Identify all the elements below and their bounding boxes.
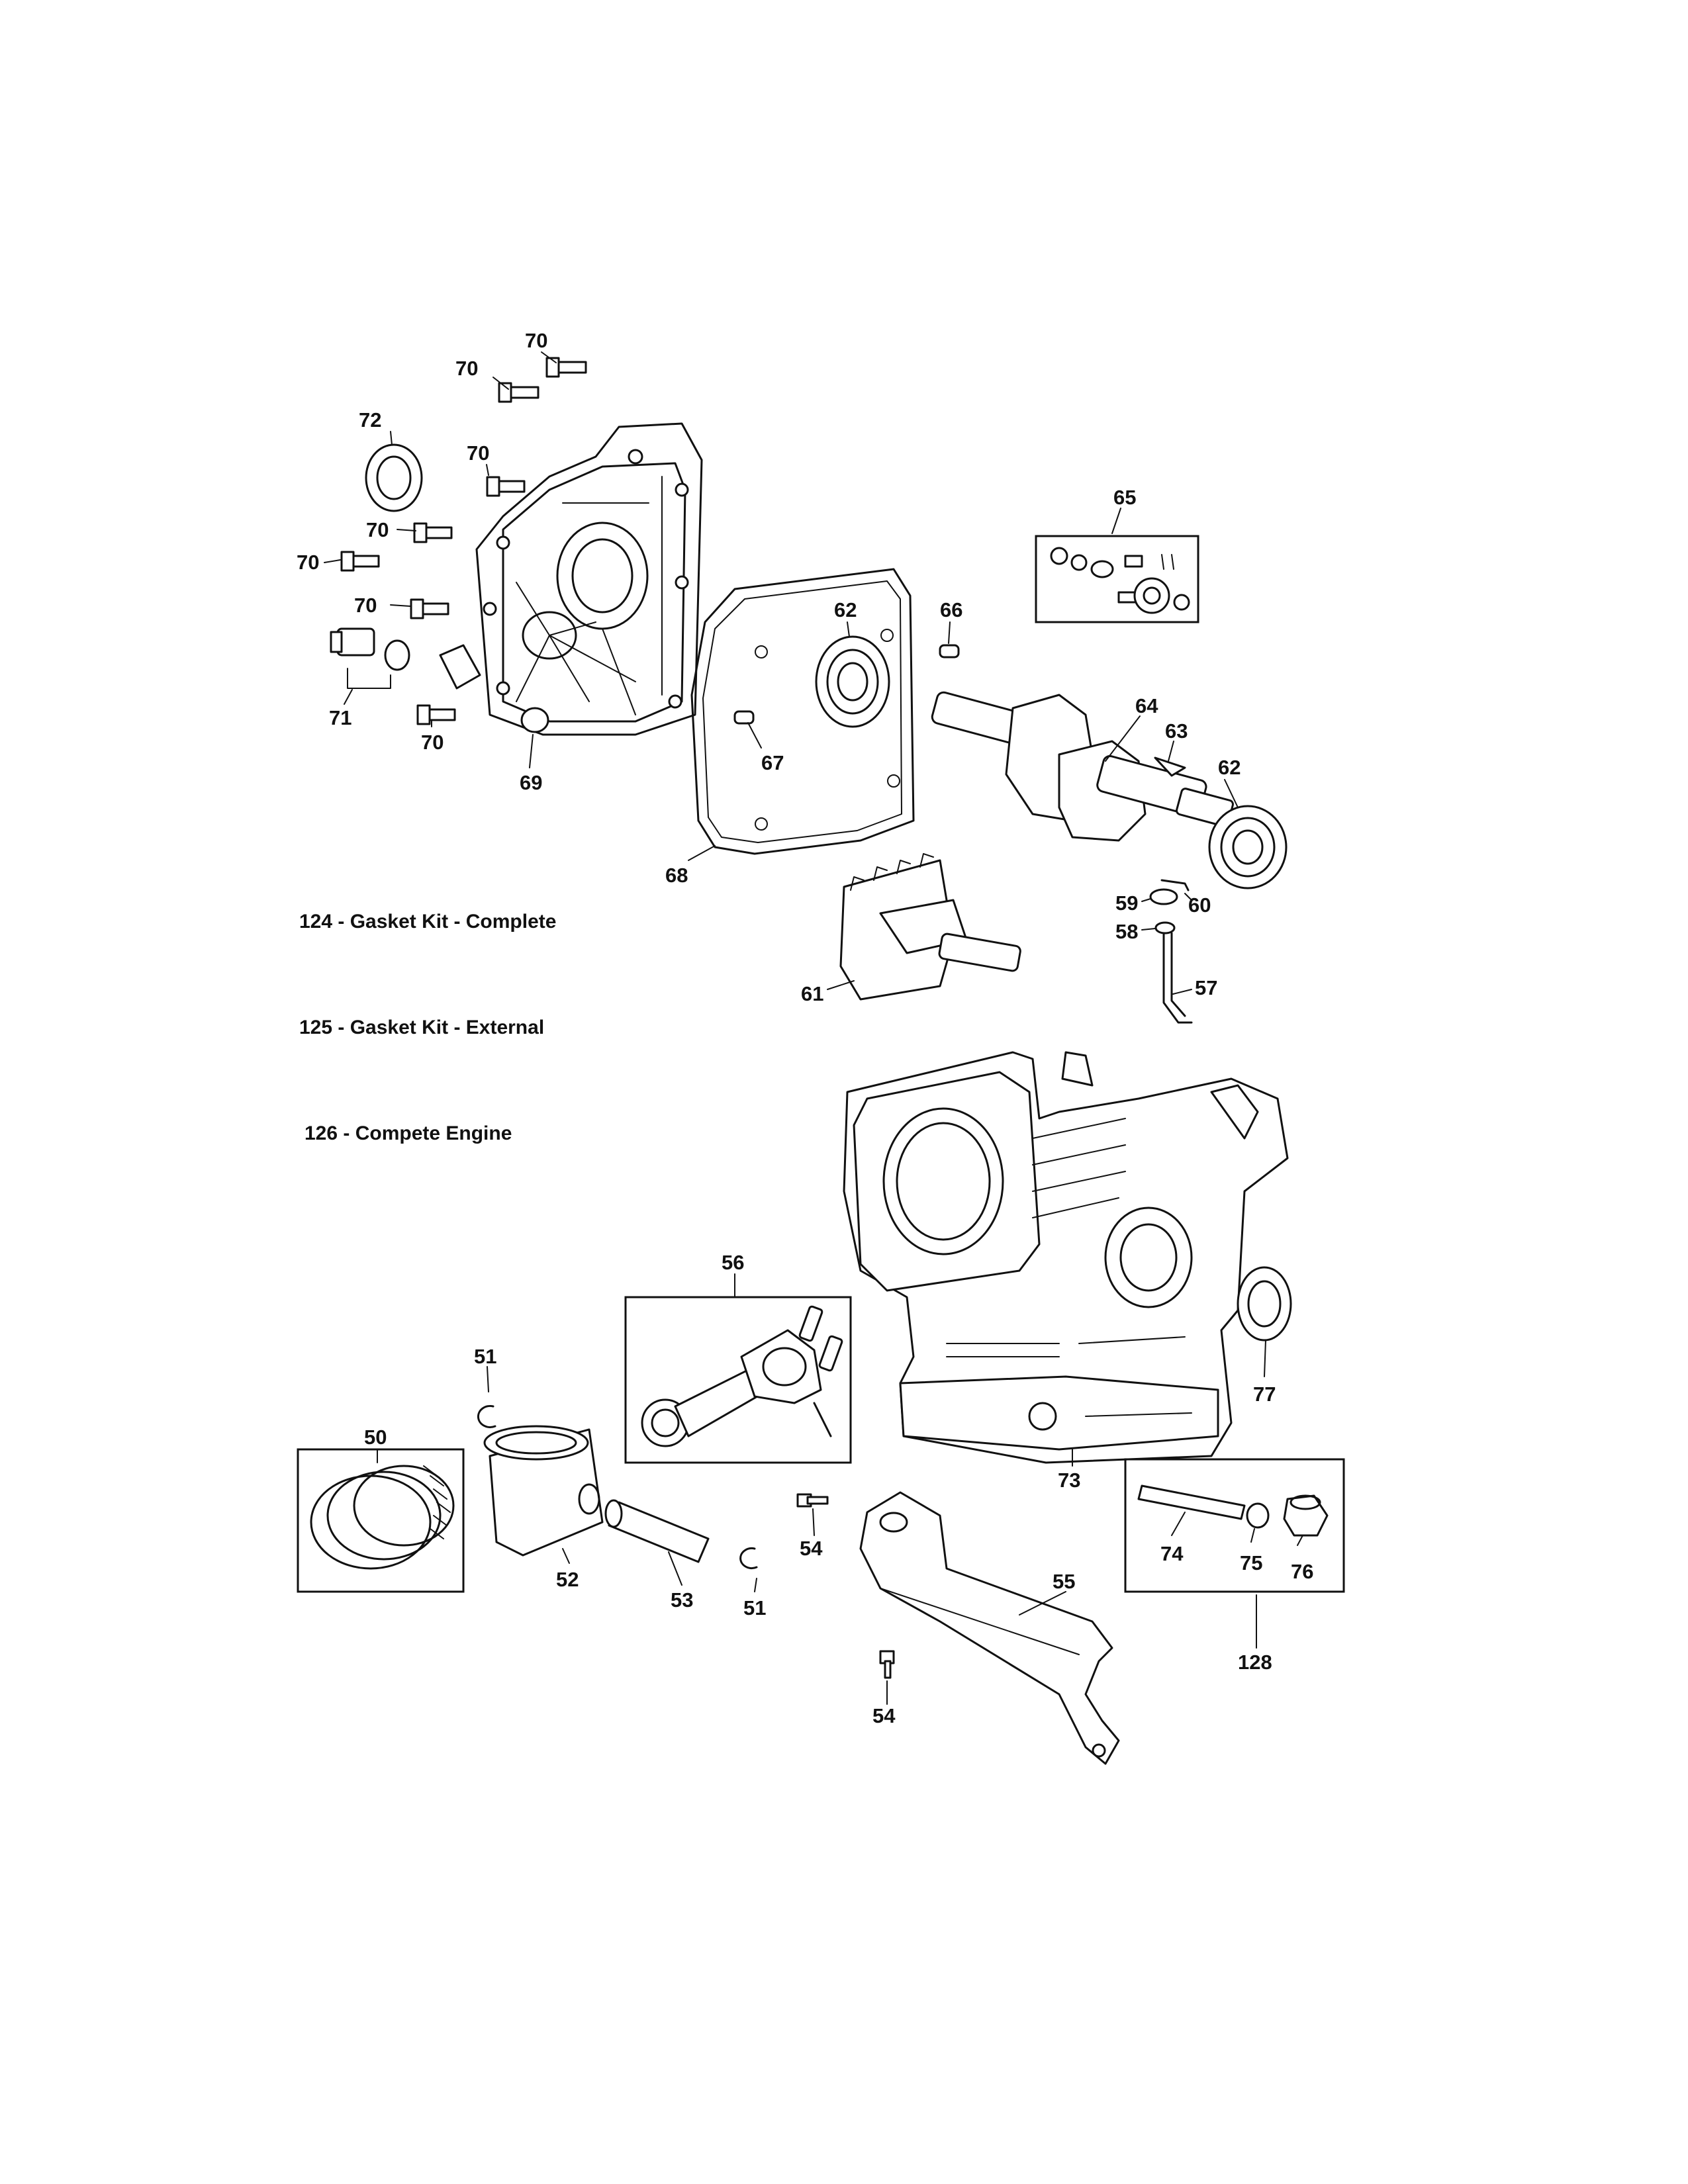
callout-70-c: 70	[467, 441, 489, 465]
callout-74: 74	[1160, 1542, 1184, 1565]
callout-51-a: 51	[474, 1345, 496, 1368]
callout-128: 128	[1238, 1651, 1272, 1674]
camshaft-61	[839, 853, 1021, 1001]
connecting-rod-kit-56	[624, 1296, 852, 1464]
bearing-62	[815, 635, 890, 728]
callout-70-b: 70	[455, 357, 478, 380]
callout-58: 58	[1115, 920, 1138, 943]
callout-71: 71	[329, 706, 352, 729]
callout-75: 75	[1240, 1551, 1262, 1574]
callout-51-b: 51	[743, 1596, 766, 1619]
guide-plate-55	[859, 1491, 1120, 1765]
bolt-54	[796, 1493, 829, 1508]
callout-53: 53	[671, 1588, 693, 1612]
callout-numbers: 70 70 72 70 70 70 70 71 70 69 65 62 66 6…	[297, 329, 1313, 1727]
dowel-pin-67	[733, 710, 755, 725]
kit-label-126: 126 - Compete Engine	[305, 1122, 512, 1144]
callout-70-f: 70	[354, 594, 377, 617]
callout-70-g: 70	[421, 731, 444, 754]
callout-76: 76	[1291, 1560, 1313, 1583]
crankcase-73	[843, 1051, 1289, 1464]
callout-62-b: 62	[1218, 756, 1241, 779]
washer-58	[1154, 921, 1176, 934]
washer-59	[1149, 888, 1178, 905]
callout-62-a: 62	[834, 598, 857, 621]
callout-77: 77	[1253, 1383, 1276, 1406]
piston-52	[483, 1425, 604, 1557]
kit-labels: 124 - Gasket Kit - Complete 125 - Gasket…	[299, 911, 556, 1144]
clip-60	[1160, 879, 1190, 891]
dowel-pin-66	[939, 644, 960, 659]
callout-59: 59	[1115, 891, 1138, 915]
crankcase-cover	[439, 422, 703, 736]
callout-54-a: 54	[800, 1537, 823, 1560]
callout-72: 72	[359, 408, 381, 432]
callout-70-e: 70	[297, 551, 319, 574]
callout-52: 52	[556, 1568, 579, 1591]
callout-54-b: 54	[872, 1704, 896, 1727]
key-63	[1154, 756, 1186, 777]
callout-64: 64	[1135, 694, 1158, 717]
callout-63: 63	[1165, 719, 1188, 743]
callout-73: 73	[1058, 1469, 1080, 1492]
circlip-51	[477, 1405, 496, 1428]
callout-69: 69	[520, 771, 542, 794]
crankshaft-64	[931, 691, 1234, 842]
oil-seal-72	[365, 443, 423, 512]
callout-50: 50	[364, 1426, 387, 1449]
bearing-62-right	[1208, 805, 1288, 889]
callout-65: 65	[1113, 486, 1136, 509]
callout-67: 67	[761, 751, 784, 774]
callout-70-a: 70	[525, 329, 547, 352]
governor-kit-65	[1035, 535, 1199, 623]
oil-seal-77	[1237, 1266, 1292, 1342]
piston-pin-53	[604, 1499, 710, 1563]
drain-plug-71	[330, 627, 410, 689]
bolt-54-lower	[879, 1650, 895, 1679]
gasket-68	[690, 568, 915, 855]
callout-60: 60	[1188, 893, 1211, 917]
callout-55: 55	[1053, 1570, 1075, 1593]
kit-label-124: 124 - Gasket Kit - Complete	[299, 911, 556, 933]
kit-128-box	[1124, 1458, 1345, 1593]
kit-label-125: 125 - Gasket Kit - External	[299, 1017, 544, 1038]
governor-arm-57	[1162, 932, 1193, 1024]
callout-70-d: 70	[366, 518, 389, 541]
leader-lines	[324, 351, 1303, 1705]
callout-57: 57	[1195, 976, 1217, 999]
piston-ring-set-50	[297, 1448, 465, 1593]
circlip-51-lower	[739, 1547, 758, 1569]
callout-68: 68	[665, 864, 688, 887]
callout-61: 61	[801, 982, 823, 1005]
callout-66: 66	[940, 598, 962, 621]
callout-56: 56	[722, 1251, 744, 1274]
